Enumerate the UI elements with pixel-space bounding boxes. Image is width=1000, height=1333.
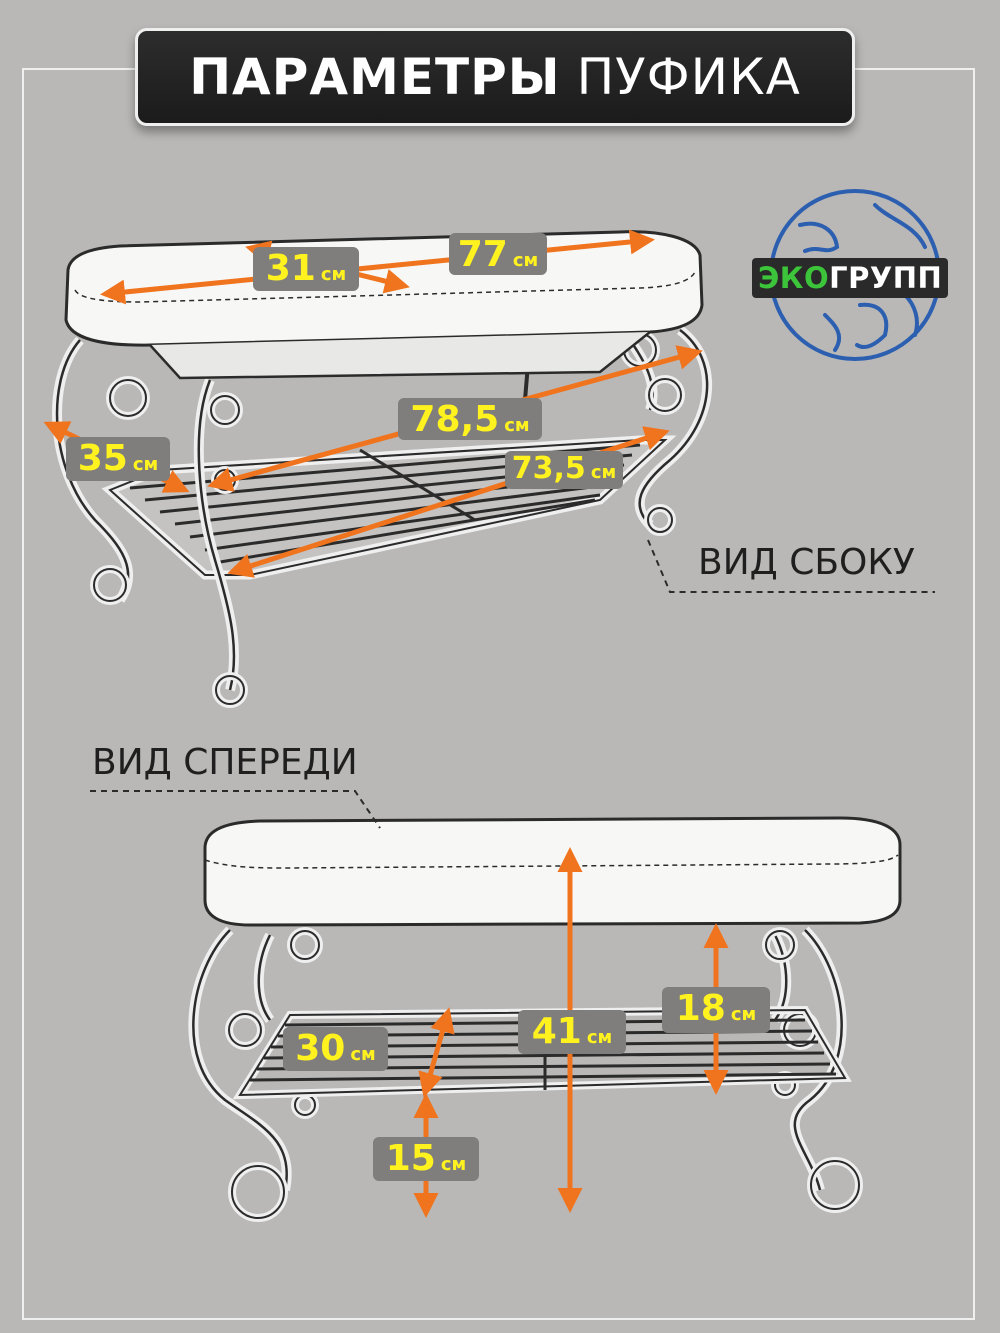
title-bold: ПАРАМЕТРЫ — [189, 48, 561, 106]
logo-part2: ГРУПП — [829, 261, 943, 295]
title-banner: ПАРАМЕТРЫ ПУФИКА — [135, 28, 855, 126]
side-view-label: ВИД СБОКУ — [698, 542, 915, 583]
front-view-label: ВИД СПЕРЕДИ — [92, 742, 358, 783]
front-view-leader — [90, 790, 381, 829]
front-seat-cushion — [203, 816, 902, 927]
side-view-leader — [647, 539, 935, 593]
front-view-bench — [188, 816, 902, 1222]
logo-part1: ЭКО — [758, 261, 830, 295]
title-light: ПУФИКА — [576, 48, 801, 106]
